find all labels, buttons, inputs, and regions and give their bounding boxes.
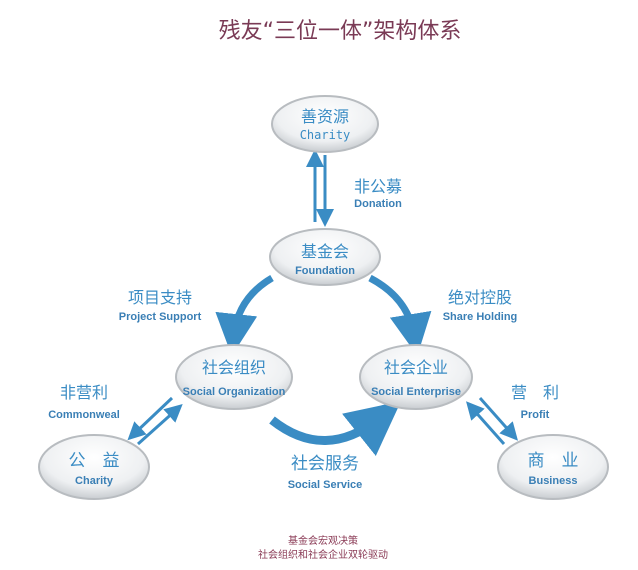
node-label-en: Charity	[300, 128, 351, 142]
arrow-share-holding	[368, 274, 432, 356]
edge-label-en: Project Support	[119, 311, 202, 323]
node-business: 商 业 Business	[497, 434, 609, 500]
node-label-zh: 商 业	[528, 451, 579, 471]
node-social-enterprise: 社会企业 Social Enterprise	[359, 344, 473, 410]
node-charity: 公 益 Charity	[38, 434, 150, 500]
edge-label-zh: 社会服务	[291, 454, 359, 474]
node-label-zh: 公 益	[69, 451, 120, 471]
node-foundation: 基金会 Foundation	[269, 228, 381, 286]
edge-label-zh: 非公募	[354, 177, 402, 196]
node-label-zh: 基金会	[301, 242, 349, 261]
node-label-en: Social Organization	[183, 386, 286, 398]
edge-label-zh: 营 利	[511, 383, 559, 402]
edge-label-en: Donation	[354, 198, 402, 210]
node-label-zh: 社会企业	[384, 358, 448, 377]
footer-line-1: 基金会宏观决策	[288, 534, 358, 547]
edge-label-zh: 非营利	[60, 383, 108, 402]
node-social-organization: 社会组织 Social Organization	[175, 344, 293, 410]
arrow-profit	[466, 397, 518, 445]
arrow-donation	[306, 149, 334, 227]
node-label-zh: 社会组织	[202, 358, 266, 377]
edge-label-en: Profit	[521, 409, 550, 421]
footer-line-2: 社会组织和社会企业双轮驱动	[258, 548, 388, 561]
page-title: 残友“三位一体”架构体系	[219, 19, 462, 44]
node-label-en: Social Enterprise	[371, 386, 461, 398]
node-label-zh: 善资源	[301, 107, 349, 126]
node-label-en: Business	[529, 475, 578, 487]
edge-label-zh: 绝对控股	[448, 288, 512, 307]
edge-label-en: Social Service	[288, 479, 363, 491]
node-label-en: Charity	[75, 475, 114, 487]
edge-label-en: Commonweal	[48, 409, 120, 421]
node-charity-source: 善资源 Charity	[271, 95, 379, 153]
edge-label-zh: 项目支持	[128, 288, 192, 307]
arrow-social-service	[269, 401, 402, 456]
arrow-project-support	[215, 274, 274, 356]
arrow-commonweal	[127, 396, 183, 446]
edge-label-en: Share Holding	[443, 311, 518, 323]
node-label-en: Foundation	[295, 265, 355, 277]
